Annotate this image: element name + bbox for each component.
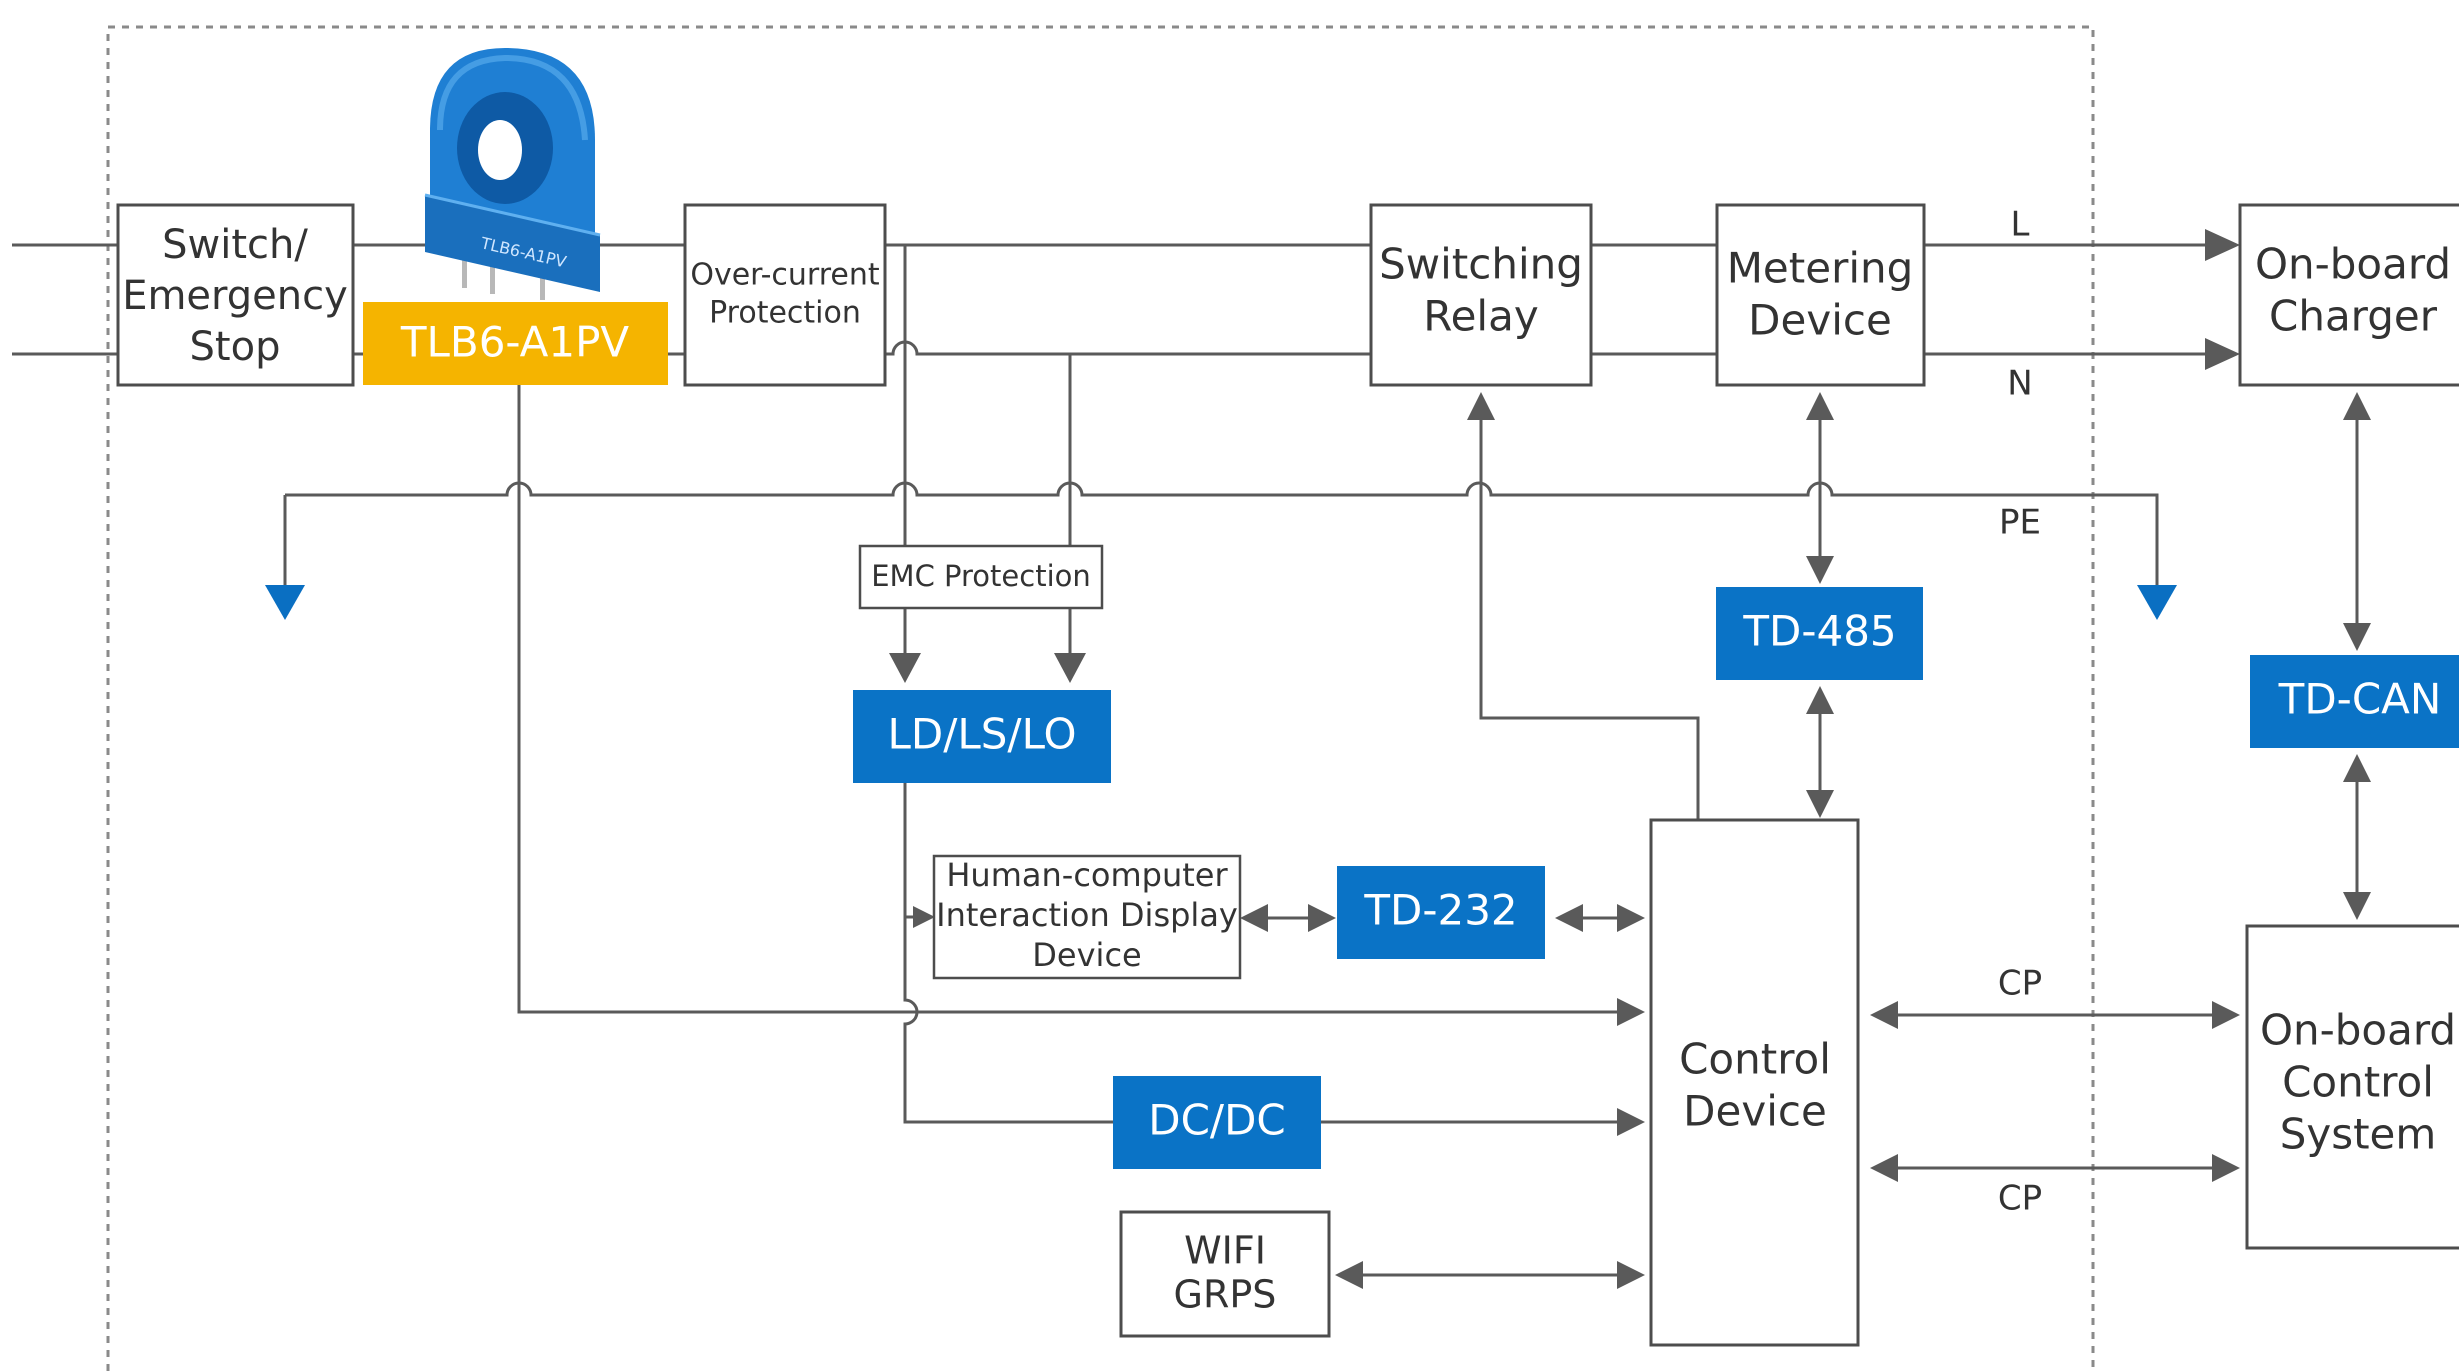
hci-label-line3: Device — [1032, 936, 1141, 974]
l-arrow-icon — [2205, 229, 2240, 261]
td485-label: TD-485 — [1742, 607, 1896, 656]
ocp-label-line2: Protection — [709, 296, 861, 331]
switch-emergency-stop-block: Switch/ Emergency Stop — [116, 203, 355, 387]
signal-label-n: N — [2007, 364, 2032, 404]
pe-ground-left-arrow-icon — [265, 585, 305, 620]
control-label-line2: Device — [1683, 1087, 1827, 1136]
neutral-wire-ocp-to-relay — [885, 340, 1371, 356]
switch-label-line3: Stop — [190, 324, 281, 370]
hci-label-line2: Interaction Display — [936, 896, 1238, 934]
td232-right-arrow-icon — [1308, 904, 1336, 932]
metering-label-line1: Metering — [1727, 244, 1914, 293]
control-device-block: Control Device — [1649, 818, 1860, 1347]
charger-enclosure-frame — [106, 25, 2095, 1371]
cp2-right-arrow-icon — [2212, 1154, 2240, 1182]
wifi-grps-block: WIFI GRPS — [1119, 1210, 1331, 1338]
n-arrow-icon — [2205, 338, 2240, 370]
control-system-down-arrow-icon — [2343, 892, 2371, 920]
signal-label-cp-2: CP — [1998, 1179, 2042, 1219]
dcdc-label: DC/DC — [1148, 1096, 1285, 1145]
td485-down-arrow-icon — [1806, 556, 1834, 584]
signal-label-l: L — [2011, 205, 2030, 245]
onboard-control-label-line2: Control — [2282, 1058, 2434, 1107]
cp2-left-arrow-icon — [1870, 1154, 1898, 1182]
tdcan-down-arrow-icon — [2343, 623, 2371, 651]
switch-label-line1: Switch/ — [162, 222, 308, 268]
td485-up-arrow-icon — [1806, 686, 1834, 714]
meter-up-arrow-icon — [1806, 392, 1834, 420]
metering-label-line2: Device — [1748, 296, 1892, 345]
sensor-label-text: TLB6-A1PV — [400, 318, 630, 367]
wifi-label-line2: GRPS — [1174, 1273, 1277, 1317]
onboard-control-label-line1: On-board — [2260, 1006, 2456, 1055]
signal-labels: L N PE CP CP — [1998, 205, 2042, 1219]
onboard-charger-label-line1: On-board — [2255, 240, 2451, 289]
sensor-to-control-arrow-icon — [1617, 998, 1645, 1026]
pe-ground-wire — [285, 481, 2159, 585]
ocp-label-line1: Over-current — [690, 258, 880, 293]
hci-left-arrow-icon — [1240, 904, 1268, 932]
hci-input-arrow-icon — [913, 906, 935, 928]
tdcan-label: TD-CAN — [2278, 675, 2442, 724]
ld-neutral-arrow-icon — [1054, 653, 1086, 683]
relay-label-line2: Relay — [1423, 292, 1538, 341]
control-label-line1: Control — [1679, 1035, 1831, 1084]
over-current-protection-block: Over-current Protection — [683, 203, 887, 387]
wifi-label-line1: WIFI — [1184, 1229, 1266, 1273]
td485-block: TD-485 — [1716, 587, 1923, 680]
metering-device-block: Metering Device — [1715, 203, 1926, 387]
emc-label: EMC Protection — [871, 559, 1091, 593]
signal-label-pe: PE — [1999, 503, 2041, 543]
ld-label: LD/LS/LO — [887, 710, 1076, 759]
cp1-left-arrow-icon — [1870, 1001, 1898, 1029]
control-right-arrow-icon — [1617, 904, 1645, 932]
cp1-right-arrow-icon — [2212, 1001, 2240, 1029]
onboard-control-system-block: On-board Control System — [2245, 924, 2459, 1250]
dcdc-to-control-arrow-icon — [1617, 1108, 1645, 1136]
wifi-left-arrow-icon — [1335, 1261, 1363, 1289]
control-to-relay-wire — [1479, 410, 1700, 820]
hci-label-line1: Human-computer — [946, 856, 1228, 894]
onboard-charger-label-line2: Charger — [2269, 292, 2438, 341]
td232-block: TD-232 — [1337, 866, 1545, 959]
dcdc-block: DC/DC — [1113, 1076, 1321, 1169]
pe-ground-right-arrow-icon — [2137, 585, 2177, 620]
sensor-signal-wire — [517, 385, 1625, 1014]
wires — [12, 243, 2359, 1277]
relay-label-line1: Switching — [1379, 240, 1583, 289]
onboard-control-label-line3: System — [2280, 1110, 2437, 1159]
switch-label-line2: Emergency — [122, 273, 348, 319]
switching-relay-block: Switching Relay — [1369, 203, 1593, 387]
td232-left-arrow-icon — [1555, 904, 1583, 932]
charger-up-arrow-icon — [2343, 392, 2371, 420]
emc-protection-block: EMC Protection — [858, 544, 1104, 610]
wifi-right-arrow-icon — [1617, 1261, 1645, 1289]
tdcan-up-arrow-icon — [2343, 754, 2371, 782]
relay-control-arrow-icon — [1467, 392, 1495, 420]
ld-ls-lo-block: LD/LS/LO — [853, 690, 1111, 783]
onboard-charger-block: On-board Charger — [2238, 203, 2459, 387]
hci-display-block: Human-computer Interaction Display Devic… — [932, 854, 1242, 980]
tdcan-block: TD-CAN — [2250, 655, 2459, 748]
current-sensor-image: TLB6-A1PV — [424, 48, 601, 300]
arrowheads — [265, 229, 2371, 1289]
signal-label-cp-1: CP — [1998, 964, 2042, 1004]
ld-line-arrow-icon — [889, 653, 921, 683]
td232-label: TD-232 — [1363, 886, 1517, 935]
ld-output-wire — [903, 783, 1113, 1124]
control-down-arrow-icon — [1806, 790, 1834, 818]
sensor-label-block: TLB6-A1PV — [363, 302, 668, 385]
